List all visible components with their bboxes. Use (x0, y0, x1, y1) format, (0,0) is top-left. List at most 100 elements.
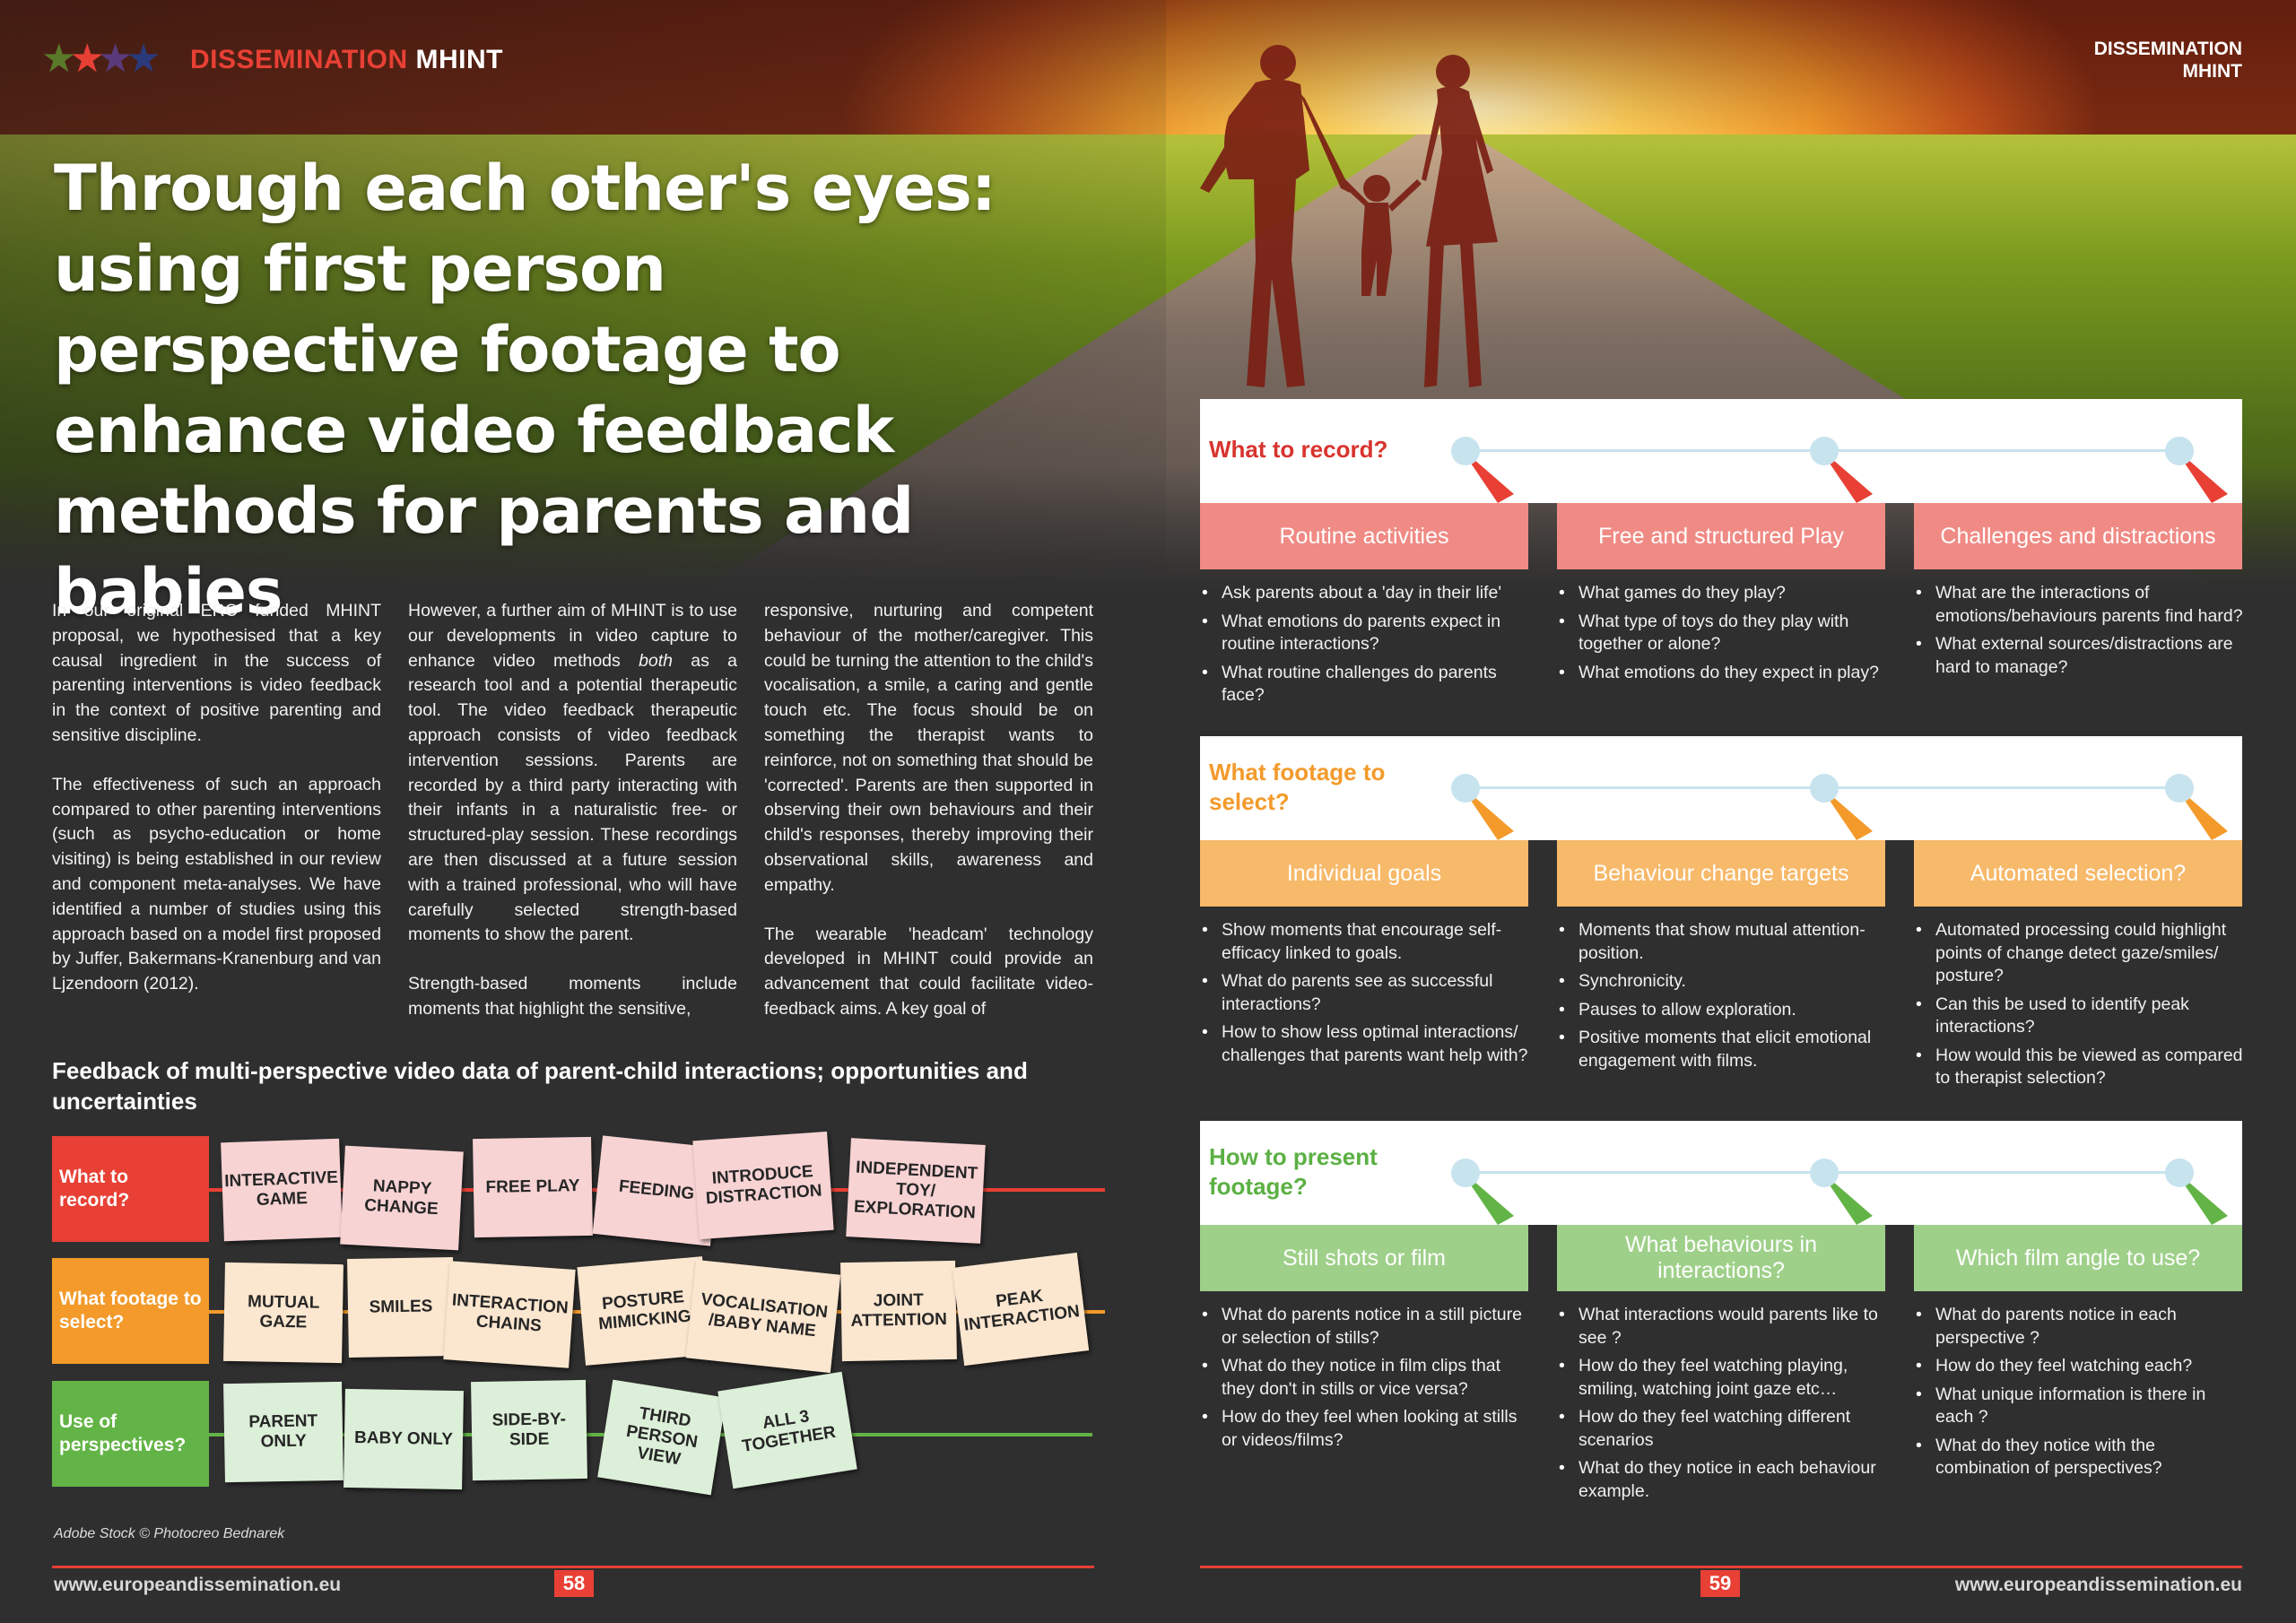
category-box: What behaviours in interactions? (1557, 1225, 1885, 1291)
feedback-diagram-title: Feedback of multi-perspective video data… (52, 1057, 1028, 1115)
card: JOINT ATTENTION (840, 1260, 957, 1362)
bullet-item: What games do they play? (1557, 582, 1891, 605)
category-box: Which film angle to use? (1914, 1225, 2242, 1291)
brand-logo-text: DISSEMINATION MHINT (190, 45, 503, 75)
page-number-left: 58 (554, 1570, 594, 1597)
brand-word-mhint: MHINT (415, 45, 503, 74)
bullet-item: What do parents notice in a still pictur… (1200, 1304, 1534, 1350)
panel-2: What footage to select? Individual goalsS… (1200, 736, 2243, 1113)
bullet-item: Automated processing could highlight poi… (1914, 919, 2248, 988)
bullet-item: What emotions do they expect in play? (1557, 662, 1891, 685)
card: INDEPENDENT TOY/ EXPLORATION (846, 1138, 986, 1244)
category-box: Challenges and distractions (1914, 503, 2242, 569)
feedback-row-record: What to record? INTERACTIVE GAME NAPPY C… (52, 1131, 1105, 1251)
paragraph: Strength-based moments include moments t… (408, 974, 737, 1019)
section-label: DISSEMINATION MHINT (2094, 38, 2242, 82)
category-box: Routine activities (1200, 503, 1528, 569)
section-label-line1: DISSEMINATION (2093, 39, 2242, 59)
timeline-dot (1810, 774, 1839, 803)
feedback-row-perspectives: Use of perspectives? PARENT ONLY BABY ON… (52, 1371, 1092, 1496)
timeline-dot (1451, 774, 1480, 803)
bullet-item: Synchronicity. (1557, 970, 1891, 994)
panel-header: How to present footage? (1200, 1121, 2242, 1225)
photo-credit: Adobe Stock © Photocreo Bednarek (54, 1526, 285, 1541)
bullet-list: What interactions would parents like to … (1557, 1304, 1891, 1508)
bullet-item: Can this be used to identify peak intera… (1914, 994, 2248, 1039)
bullet-item: How do they feel watching different scen… (1557, 1406, 1891, 1452)
bullet-list: Automated processing could highlight poi… (1914, 919, 2248, 1096)
card: BABY ONLY (344, 1388, 464, 1490)
paragraph-text: as a research tool and a potential thera… (408, 650, 738, 945)
card: SIDE-BY-SIDE (471, 1379, 587, 1481)
body-column-2: However, a further aim of MHINT is to us… (408, 599, 737, 1046)
bullet-item: What unique information is there in each… (1914, 1384, 2248, 1429)
timeline-dot (2165, 774, 2194, 803)
panel-title: What to record? (1209, 436, 1388, 463)
panel-3: How to present footage?Still shots or fi… (1200, 1121, 2242, 1501)
bullet-item: What are the interactions of emotions/be… (1914, 582, 2248, 628)
category-box: Behaviour change targets (1557, 840, 1885, 907)
bullet-item: What emotions do parents expect in routi… (1200, 611, 1534, 656)
card: VOCALISATION /BABY NAME (685, 1259, 841, 1374)
card: ALL 3 TOGETHER (718, 1371, 857, 1489)
emphasis-text: both (639, 650, 674, 671)
card: INTERACTIVE GAME (221, 1138, 343, 1242)
timeline-dot (2165, 1159, 2194, 1187)
panel-title: What footage to select? (1209, 759, 1386, 815)
section-label-line2: MHINT (2182, 61, 2243, 82)
card: PARENT ONLY (223, 1381, 344, 1483)
paragraph: responsive, nurturing and competent beha… (764, 601, 1093, 895)
bullet-item: How do they feel watching playing, smili… (1557, 1355, 1891, 1401)
bullet-item: How do they feel watching each? (1914, 1355, 2248, 1378)
bullet-item: What do they notice in film clips that t… (1200, 1355, 1534, 1401)
body-column-1: In our original ERC funded MHINT proposa… (52, 599, 381, 1021)
footer-link-right[interactable]: www.europeandissemination.eu (1954, 1575, 2242, 1595)
paragraph: The wearable 'headcam' technology develo… (764, 924, 1093, 1019)
card: PEAK INTERACTION (952, 1252, 1090, 1367)
bullet-item: What do parents see as successful intera… (1200, 970, 1534, 1016)
bullet-item: How would this be viewed as compared to … (1914, 1045, 2248, 1090)
footer-link-left[interactable]: www.europeandissemination.eu (54, 1575, 342, 1595)
bullet-item: What do they notice with the combination… (1914, 1435, 2248, 1480)
panel-header: What to record? (1200, 399, 2242, 503)
row-label: What to record? (52, 1136, 209, 1242)
paragraph: However, a further aim of MHINT is to us… (408, 599, 737, 948)
bullet-item: What interactions would parents like to … (1557, 1304, 1891, 1350)
bullet-item: Positive moments that elicit emotional e… (1557, 1027, 1891, 1072)
timeline-dot (1451, 437, 1480, 465)
family-silhouette-icon (1200, 45, 1498, 387)
bullet-item: Pauses to allow exploration. (1557, 999, 1891, 1022)
card: FREE PLAY (473, 1136, 593, 1238)
row-label: What footage to select? (52, 1258, 209, 1364)
brand-word-dissemination: DISSEMINATION (190, 45, 408, 74)
bullet-item: What external sources/distractions are h… (1914, 633, 2248, 679)
bullet-list: What are the interactions of emotions/be… (1914, 582, 2248, 684)
footer-rule-left (52, 1566, 1094, 1568)
bullet-item: How do they feel when looking at stills … (1200, 1406, 1534, 1452)
card: SMILES (347, 1256, 455, 1358)
bullet-list: Moments that show mutual attention-posit… (1557, 919, 1891, 1078)
category-box: Free and structured Play (1557, 503, 1885, 569)
bullet-item: What type of toys do they play with toge… (1557, 611, 1891, 656)
panel-1: What to record? Routine activitiesAsk par… (1200, 399, 2243, 776)
paragraph-text: However, a further aim of MHINT is to us… (408, 601, 737, 671)
card: THIRD PERSON VIEW (597, 1379, 726, 1496)
body-column-3: responsive, nurturing and competent beha… (764, 599, 1093, 1046)
timeline-dot (1451, 1159, 1480, 1187)
stars-logo-icon: ★★★★ (41, 37, 161, 81)
card: NAPPY CHANGE (340, 1145, 464, 1251)
paragraph: In our original ERC funded MHINT proposa… (52, 601, 381, 745)
bullet-list: What do parents notice in a still pictur… (1200, 1304, 1534, 1457)
paragraph: The effectiveness of such an approach co… (52, 774, 381, 994)
bullet-list: Ask parents about a 'day in their life'W… (1200, 582, 1534, 713)
bullet-list: What games do they play? What type of toy… (1557, 582, 1891, 690)
bullet-list: Show moments that encourage self-efficac… (1200, 919, 1534, 1072)
category-box: Individual goals (1200, 840, 1528, 907)
timeline-dot (1810, 437, 1839, 465)
category-box: Automated selection? (1914, 840, 2242, 907)
timeline-dot (2165, 437, 2194, 465)
card: MUTUAL GAZE (223, 1262, 344, 1364)
panel-title: How to present footage? (1209, 1143, 1378, 1200)
bullet-item: Show moments that encourage self-efficac… (1200, 919, 1534, 965)
footer-rule-right (1200, 1566, 2242, 1568)
